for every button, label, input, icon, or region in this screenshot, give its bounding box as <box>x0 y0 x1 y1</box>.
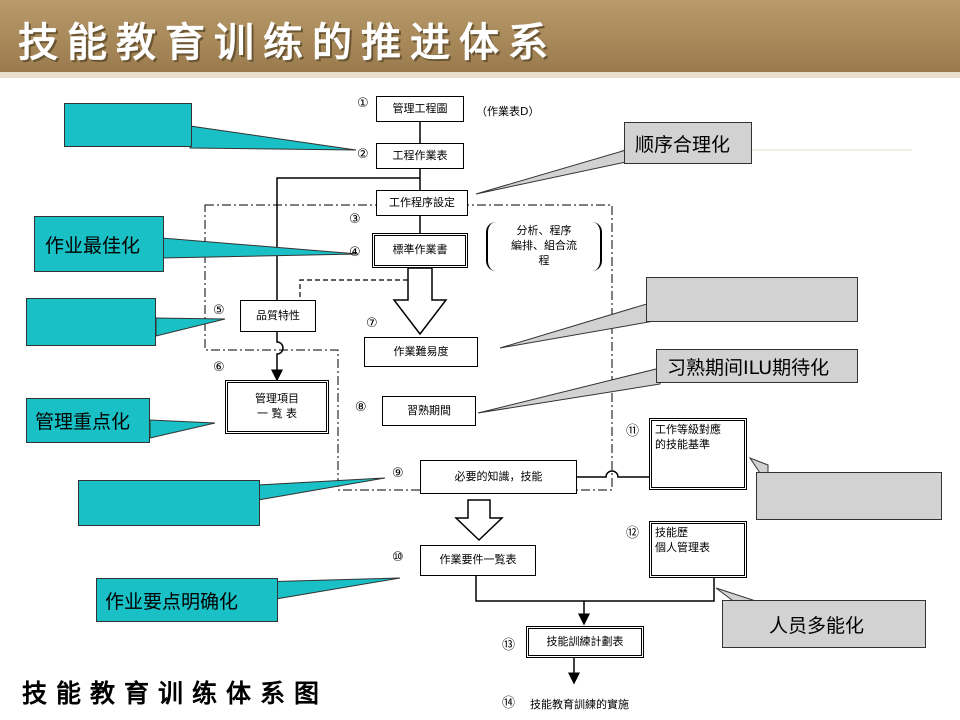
page-title: 技能教育训练的推进体系 <box>18 19 557 66</box>
step-number-14: ⑭ <box>502 696 516 711</box>
callout-quality <box>26 298 156 346</box>
step-number-10: ⑩ <box>392 550 404 565</box>
step-required-knowledge-skills: 必要的知識，技能 <box>420 460 577 494</box>
step-number-1: ① <box>357 96 369 111</box>
callout-knowledge <box>78 480 260 526</box>
header-banner: 技能教育训练的推进体系 <box>0 0 960 72</box>
step-training-implementation: 技能教育訓練的實施 <box>530 698 629 711</box>
step-number-4: ④ <box>349 245 361 260</box>
callout-difficulty <box>646 277 858 322</box>
analysis-note: 分析、程序 編排、組合流 程 <box>486 222 602 271</box>
step-management-items-list: 管理項目 一 覧 表 <box>225 380 329 434</box>
step-process-worksheet: 工程作業表 <box>376 143 464 169</box>
step-number-7: ⑦ <box>366 316 378 331</box>
step-process-diagram: 管理工程圖 <box>376 96 464 122</box>
step-number-6: ⑥ <box>213 360 225 375</box>
callout-worksheet <box>64 103 192 147</box>
callout-proficiency-period: 习熟期间ILU期待化 <box>656 349 858 383</box>
step-skill-standards-by-level: 工作等級對應 的技能基準 <box>649 418 747 490</box>
step-number-9: ⑨ <box>392 466 404 481</box>
step-number-13: ⑬ <box>502 638 516 653</box>
step-skill-training-plan: 技能訓練計劃表 <box>526 626 644 658</box>
step-procedure-setting: 工作程序設定 <box>376 190 468 216</box>
header-divider <box>0 72 960 78</box>
diagram-footer-title: 技能教育训练体系图 <box>22 679 329 708</box>
callout-skill-level <box>756 472 942 520</box>
step-number-2: ② <box>357 147 369 162</box>
step-work-requirements-list: 作業要件一覧表 <box>420 545 536 576</box>
step-note-worksheet: （作業表D） <box>476 105 540 118</box>
step-standard-work-doc: 標準作業書 <box>372 233 468 268</box>
step-proficiency-period: 習熟期間 <box>382 396 476 426</box>
step-work-difficulty: 作業難易度 <box>364 337 478 367</box>
step-skill-history-personal-table: 技能歷 個人管理表 <box>649 521 747 578</box>
callout-sequence-rationalization: 顺序合理化 <box>624 122 752 164</box>
callout-work-optimization: 作业最佳化 <box>34 216 164 272</box>
step-number-3: ③ <box>349 212 361 227</box>
step-quality-characteristics: 品質特性 <box>240 300 316 332</box>
step-number-8: ⑧ <box>355 400 367 415</box>
callout-work-points-clarify: 作业要点明确化 <box>96 578 278 622</box>
step-number-11: ⑪ <box>626 424 640 439</box>
step-number-12: ⑫ <box>626 526 640 541</box>
callout-multi-skill: 人员多能化 <box>722 600 926 648</box>
step-number-5: ⑤ <box>213 303 225 318</box>
callout-management-focus: 管理重点化 <box>26 398 150 443</box>
